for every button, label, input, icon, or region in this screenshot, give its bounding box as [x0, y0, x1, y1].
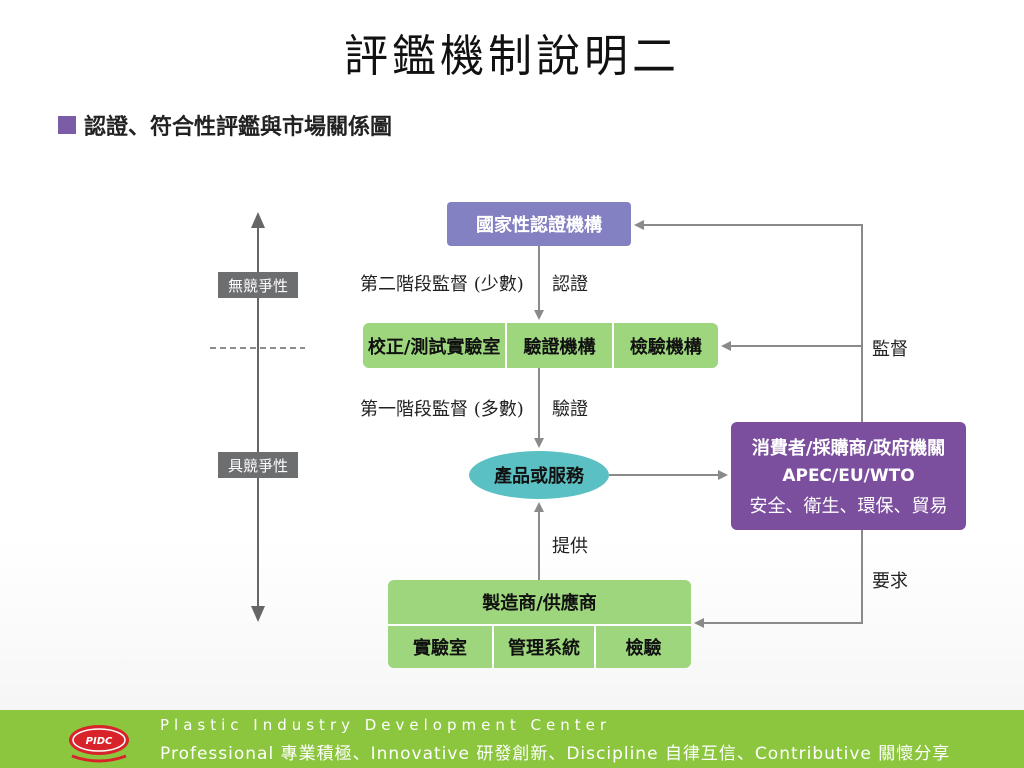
- manufacturer-item: 檢驗: [594, 626, 691, 668]
- logo-text: PIDC: [86, 736, 113, 747]
- footer-bar: [0, 710, 1024, 768]
- scale-arrow-down-icon: [251, 606, 265, 622]
- label-verification: 驗證: [552, 399, 588, 420]
- manufacturer-box: 製造商/供應商 實驗室 管理系統 檢驗: [388, 580, 691, 668]
- lab-cell: 校正/測試實驗室: [367, 336, 501, 358]
- slide-title: 評鑑機制說明二: [344, 31, 680, 82]
- manufacturer-item: 實驗室: [413, 638, 467, 659]
- tag-no-competition: 無競爭性: [218, 272, 298, 298]
- certification-cell: 驗證機構: [505, 323, 611, 368]
- pidc-logo-icon: PIDC: [69, 725, 129, 763]
- footer-org-name: Plastic Industry Development Center: [160, 716, 611, 734]
- consumer-box: 消費者/採購商/政府機關 APEC/EU/WTO 安全、衛生、環保、貿易: [731, 422, 966, 530]
- label-accreditation: 認證: [552, 274, 588, 295]
- national-accreditation-body: 國家性認證機構: [447, 202, 631, 246]
- inspection-cell: 檢驗機構: [611, 323, 718, 368]
- label-supervise: 監督: [872, 339, 908, 360]
- consumer-line-1: 消費者/採購商/政府機關: [751, 438, 946, 459]
- subtitle-text: 認證、符合性評鑑與市場關係圖: [84, 115, 393, 140]
- footer-motto: Professional 專業積極、Innovative 研發創新、Discip…: [160, 744, 951, 764]
- conformity-bodies-row: 校正/測試實驗室 驗證機構 檢驗機構: [363, 323, 718, 368]
- subtitle: 認證、符合性評鑑與市場關係圖: [58, 110, 392, 140]
- tag-competition: 具競爭性: [218, 452, 298, 478]
- consumer-line-2: APEC/EU/WTO: [782, 466, 915, 486]
- manufacturer-title: 製造商/供應商: [388, 580, 691, 626]
- consumer-line-3: 安全、衛生、環保、貿易: [749, 496, 948, 517]
- product-or-service: 產品或服務: [469, 451, 609, 499]
- label-second-stage: 第二階段監督 (少數): [360, 274, 524, 295]
- scale-arrow-up-icon: [251, 212, 265, 228]
- manufacturer-item: 管理系統: [492, 626, 594, 668]
- bullet-square-icon: [58, 116, 76, 134]
- label-require: 要求: [872, 571, 908, 592]
- label-first-stage: 第一階段監督 (多數): [360, 399, 524, 420]
- label-supply: 提供: [552, 536, 588, 557]
